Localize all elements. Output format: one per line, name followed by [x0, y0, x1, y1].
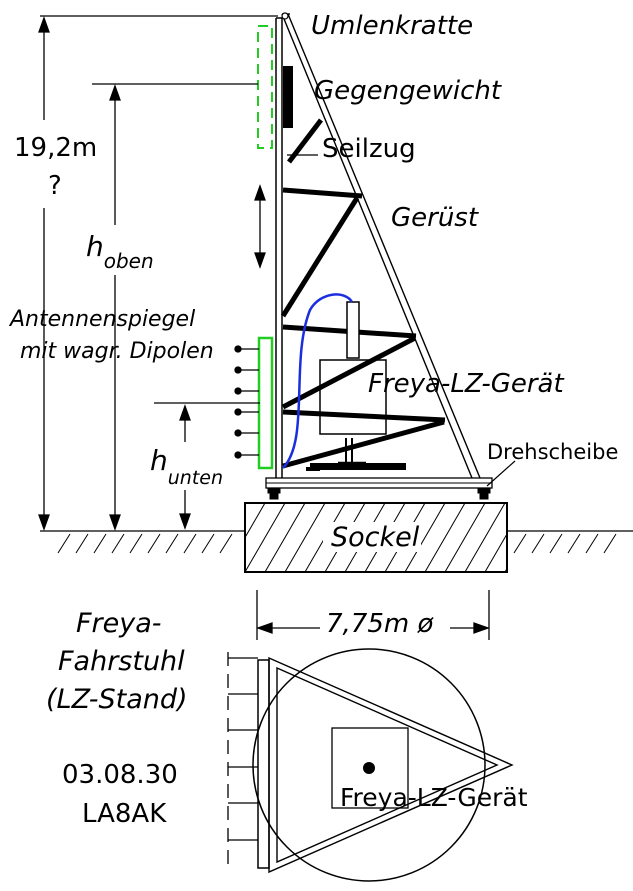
label-freya-device-side: Freya-LZ-Gerät	[368, 369, 564, 399]
drehscheibe-pointer	[486, 460, 516, 487]
label-title-line1: Freya-	[76, 608, 162, 639]
label-drehscheibe: Drehscheibe	[487, 440, 618, 464]
label-h-unten: hunten	[150, 444, 223, 489]
cable-blue	[282, 293, 354, 469]
counterweight	[283, 66, 293, 128]
label-title-line3: (LZ-Stand)	[46, 684, 188, 715]
top-view-center-dot	[363, 762, 375, 774]
counterweight-travel-outline	[257, 25, 273, 149]
dimension-diameter	[256, 590, 490, 640]
drehscheibe-platform	[265, 477, 493, 500]
label-gegengewicht: Gegengewicht	[314, 76, 502, 106]
label-date: 03.08.30	[62, 760, 178, 790]
top-view-turntable	[252, 648, 486, 882]
label-umlenkratte: Umlenkratte	[311, 11, 473, 41]
label-title-line2: Fahrstuhl	[58, 646, 185, 677]
top-view-device-box	[331, 727, 409, 809]
label-seilzug: Seilzug	[322, 134, 416, 164]
top-view-dipoles	[227, 652, 258, 870]
label-freya-device-top: Freya-LZ-Gerät	[340, 783, 528, 812]
label-h-oben: hoben	[86, 230, 154, 273]
sockel-foundation	[244, 502, 508, 573]
label-sockel: Sockel	[331, 522, 420, 553]
freya-device-side	[306, 301, 406, 471]
ground	[40, 530, 633, 554]
dimension-total-height	[38, 15, 278, 531]
dimension-h-oben	[92, 83, 258, 531]
label-antenna-line2: mit wagr. Dipolen	[20, 339, 214, 364]
label-author: LA8AK	[82, 799, 167, 829]
geruest-bracing	[280, 118, 446, 469]
label-diameter: 7,75m ø	[326, 609, 434, 639]
dimension-h-unten	[154, 402, 260, 530]
top-view-antenna-plate	[257, 659, 270, 869]
label-geruest: Gerüst	[391, 203, 479, 233]
umlenkrolle-pulley	[281, 12, 289, 20]
mast-tower	[275, 17, 283, 478]
label-antenna-line1: Antennenspiegel	[8, 307, 195, 332]
label-height-question: ?	[48, 171, 62, 201]
label-height-value: 19,2m	[14, 133, 97, 163]
top-view-triangle-frame	[268, 656, 514, 874]
dimension-travel	[254, 184, 266, 269]
dipoles	[234, 345, 259, 459]
antenna-mirror	[257, 336, 274, 470]
